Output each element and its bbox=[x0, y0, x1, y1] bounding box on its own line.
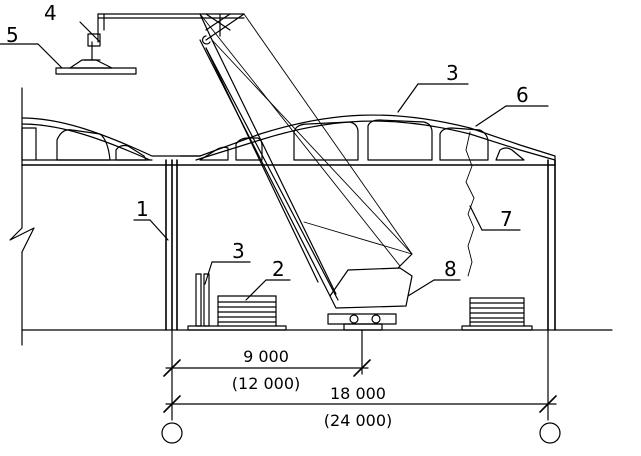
grid-axis-marker-right bbox=[539, 422, 561, 444]
crane bbox=[97, 13, 413, 331]
label-7: 7 bbox=[500, 207, 513, 231]
label-3-elements: 3 bbox=[232, 239, 245, 263]
lifted-roof-panel bbox=[55, 33, 137, 75]
dim-18000: 18 000 bbox=[330, 384, 386, 403]
label-1: 1 bbox=[136, 197, 149, 221]
grid-axis-marker-left bbox=[161, 422, 183, 444]
panel-stack-left bbox=[187, 273, 287, 331]
existing-building-frame bbox=[21, 159, 556, 331]
left-roof-truss bbox=[21, 117, 201, 161]
dim-12000: (12 000) bbox=[232, 374, 300, 393]
label-3-roof: 3 bbox=[446, 61, 459, 85]
dim-9000: 9 000 bbox=[243, 347, 289, 366]
crack-line bbox=[465, 131, 475, 277]
left-wall bbox=[9, 87, 35, 346]
label-4: 4 bbox=[44, 1, 57, 25]
label-6: 6 bbox=[516, 83, 529, 107]
panel-stack-right bbox=[461, 297, 533, 331]
label-2: 2 bbox=[272, 257, 285, 281]
arched-roof-truss bbox=[179, 114, 556, 166]
leader-lines bbox=[0, 21, 549, 301]
label-8: 8 bbox=[444, 257, 457, 281]
dim-24000: (24 000) bbox=[324, 411, 392, 430]
dimension-lines bbox=[161, 329, 561, 444]
label-5: 5 bbox=[6, 23, 19, 47]
